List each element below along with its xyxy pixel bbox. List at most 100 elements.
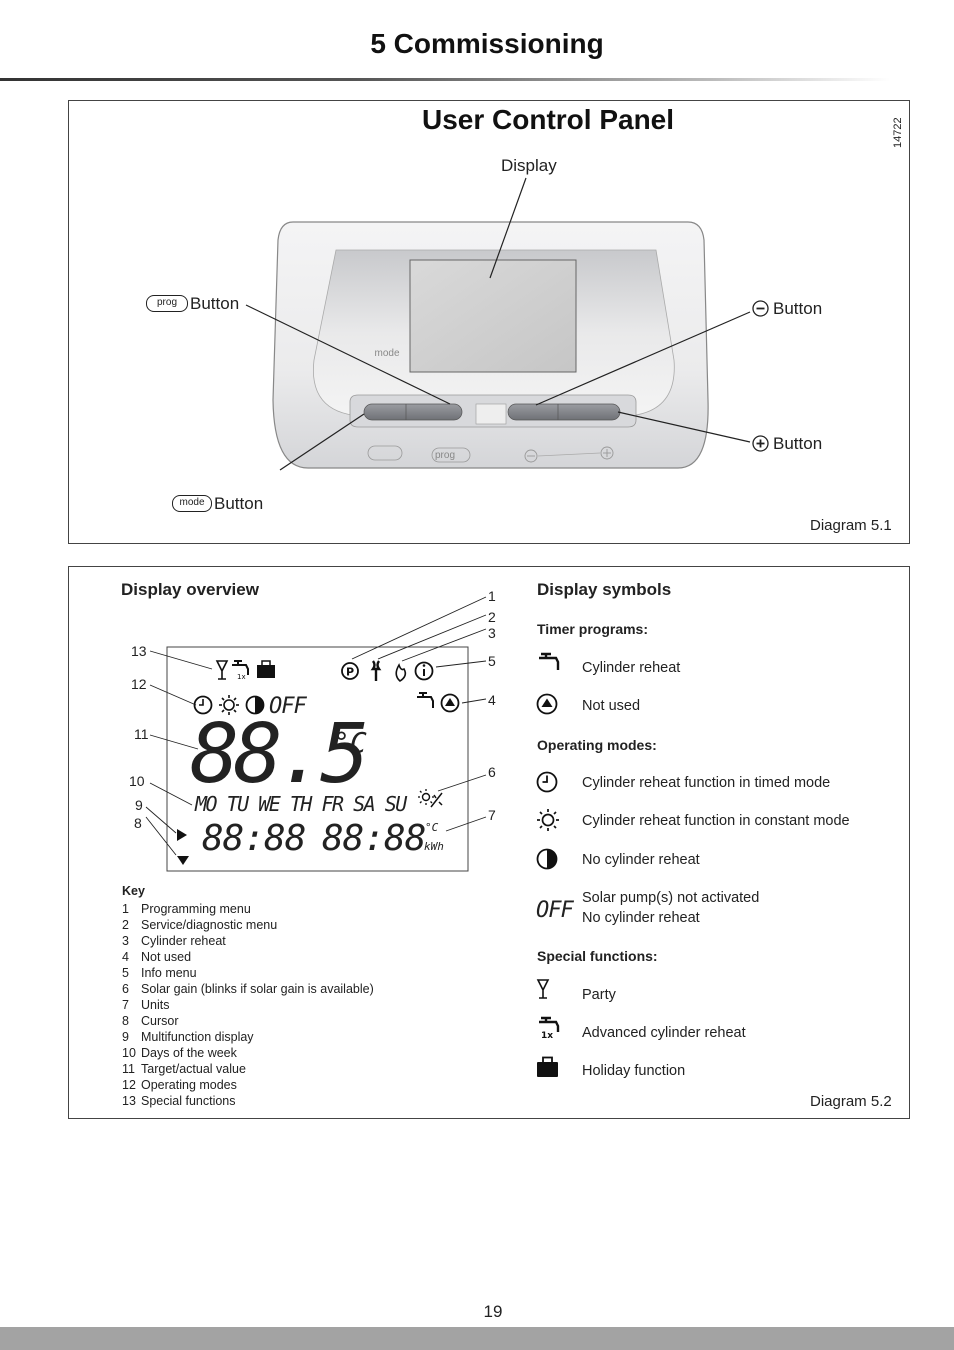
lcd-unit: °C [333, 726, 367, 759]
key-item-number: 5 [122, 966, 129, 980]
minus-icon [752, 300, 769, 317]
special-functions-heading: Special functions: [537, 948, 658, 964]
mode-button-label: Button [214, 494, 264, 513]
key-item: 2 Service/diagnostic menu [122, 917, 522, 933]
symbol-no-reheat: No cylinder reheat [582, 852, 700, 868]
lcd-time-1: 88:88 [202, 818, 306, 859]
housing-mode-label: mode [374, 348, 400, 359]
prog-button-label: Button [190, 294, 240, 313]
key-item-number: 9 [122, 1030, 129, 1044]
display-label: Display [501, 156, 557, 175]
svg-text:1x: 1x [541, 1031, 553, 1040]
key-item: 4 Not used [122, 949, 522, 965]
key-item-text: Days of the week [141, 1046, 237, 1060]
callout-11: 11 [134, 726, 149, 742]
key-item-text: Operating modes [141, 1078, 237, 1092]
key-item: 7 Units [122, 997, 522, 1013]
lcd-temperature: 88.5 [190, 707, 370, 802]
off-icon: OFF [536, 898, 574, 923]
key-item-number: 2 [122, 918, 129, 932]
key-title: Key [122, 884, 145, 898]
housing-prog-label: prog [435, 450, 456, 461]
control-panel-illustration [245, 177, 751, 471]
operating-modes-heading: Operating modes: [537, 737, 657, 753]
callout-10: 10 [129, 773, 145, 789]
callout-5: 5 [488, 653, 496, 669]
key-list: 1 Programming menu 2 Service/diagnostic men… [122, 901, 522, 1109]
callout-7: 7 [488, 807, 496, 823]
key-item: 8 Cursor [122, 1013, 522, 1029]
title-rule [0, 78, 890, 81]
plus-icon [752, 435, 769, 452]
glass-icon [536, 979, 550, 999]
lcd-off: OFF [269, 694, 307, 719]
key-item-number: 3 [122, 934, 129, 948]
key-item: 11 Target/actual value [122, 1061, 522, 1077]
key-item-number: 4 [122, 950, 129, 964]
callout-1: 1 [488, 588, 496, 604]
circle-up-icon [536, 693, 558, 715]
symbol-party: Party [582, 987, 616, 1003]
key-item-number: 1 [122, 902, 129, 916]
key-item-text: Info menu [141, 966, 197, 980]
display-overview-heading: Display overview [121, 580, 259, 599]
key-item-text: Not used [141, 950, 192, 964]
key-item-number: 7 [122, 998, 129, 1012]
display-symbols-heading: Display symbols [537, 580, 672, 599]
tap-icon [539, 652, 560, 670]
key-item-number: 8 [122, 1014, 129, 1028]
symbol-holiday: Holiday function [582, 1063, 686, 1079]
lcd-days: MO TU WE TH FR SA SU [195, 792, 407, 816]
tap-1x-icon: 1x [539, 1016, 560, 1040]
callout-2: 2 [488, 609, 496, 625]
lcd-unit-small: °C [425, 821, 439, 834]
key-item: 5 Info menu [122, 965, 522, 981]
callout-13: 13 [131, 643, 147, 659]
key-item-text: Service/diagnostic menu [141, 918, 278, 932]
suitcase-icon [537, 1056, 558, 1077]
sun-icon [537, 809, 559, 831]
key-item-text: Target/actual value [141, 1062, 246, 1076]
symbol-pump-not-activated: Solar pump(s) not activated [582, 890, 760, 906]
symbol-cylinder-reheat: Cylinder reheat [582, 660, 681, 676]
section-title: 5 Commissioning [370, 28, 604, 59]
key-item-text: Solar gain (blinks if solar gain is avai… [141, 982, 374, 996]
prog-key-icon: prog [146, 295, 188, 312]
symbol-not-used: Not used [582, 698, 641, 714]
mode-key-icon: mode [172, 495, 212, 512]
lcd-kwh: kWh [424, 840, 444, 853]
callout-6: 6 [488, 764, 496, 780]
symbol-advanced-reheat: Advanced cylinder reheat [582, 1025, 746, 1041]
key-item: 1 Programming menu [122, 901, 522, 917]
key-item: 12 Operating modes [122, 1077, 522, 1093]
callout-8: 8 [134, 815, 142, 831]
key-item-number: 11 [122, 1062, 135, 1076]
key-item-text: Special functions [141, 1094, 236, 1108]
lcd-illustration: 1x P [145, 596, 487, 872]
symbol-constant-mode: Cylinder reheat function in constant mod… [582, 813, 850, 829]
key-item-text: Cylinder reheat [141, 934, 226, 948]
footer-bar [0, 1327, 954, 1350]
panel-title: User Control Panel [421, 104, 675, 135]
key-item-text: Units [141, 998, 170, 1012]
key-item: 3 Cylinder reheat [122, 933, 522, 949]
diagram-5-2-caption: Diagram 5.2 [810, 1093, 892, 1110]
callout-9: 9 [135, 797, 143, 813]
key-item-text: Programming menu [141, 902, 251, 916]
plus-button-label: Button [773, 434, 823, 453]
svg-text:1x: 1x [237, 673, 246, 681]
symbol-timed-mode: Cylinder reheat function in timed mode [582, 775, 831, 791]
callout-3: 3 [488, 625, 496, 641]
half-circle-icon [536, 848, 558, 870]
key-item: 13 Special functions [122, 1093, 522, 1109]
key-item-text: Cursor [141, 1014, 179, 1028]
timer-programs-heading: Timer programs: [537, 621, 648, 637]
key-item-number: 12 [122, 1078, 136, 1092]
callout-4: 4 [488, 692, 496, 708]
callout-12: 12 [131, 676, 147, 692]
lcd-time-2: 88:88 [322, 818, 426, 859]
key-item-number: 13 [122, 1094, 136, 1108]
